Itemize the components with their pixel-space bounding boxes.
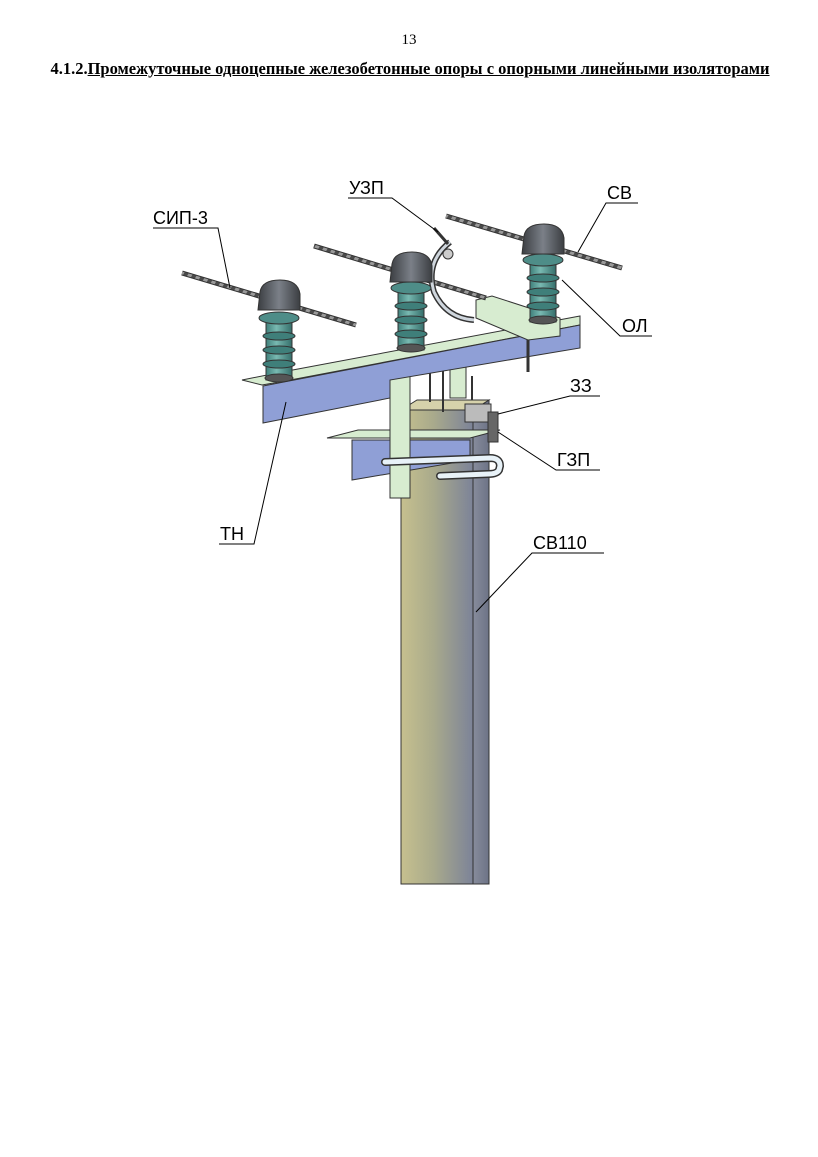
label-sv110: СВ110 [533,533,587,553]
lower-crossarm-top [326,429,501,439]
pole-sv110 [399,399,491,885]
leader-tn [219,401,287,545]
label-sip3: СИП-3 [153,208,208,228]
leader-sip3 [153,227,231,289]
crossarm-face [262,324,581,424]
leader-sv [577,202,638,253]
grounding-clamp [464,403,499,443]
label-gzp: ГЗП [557,450,590,470]
leader-zz [497,395,600,415]
leader-ol [561,279,652,337]
label-ol: ОЛ [622,316,648,336]
insulator-left [257,279,301,383]
insulator-middle [389,251,433,353]
leader-uzp [348,197,439,233]
page-number: 13 [401,32,417,48]
label-tn: ТН [220,524,244,544]
leader-lines [153,197,652,613]
crossarm-extension [475,295,561,341]
leader-sv110 [475,552,604,613]
pole-front [400,409,474,885]
label-sv: СВ [607,183,632,203]
insulator-right [521,223,565,325]
heading-number: 4.1.2. [50,59,88,78]
page-title: 4.1.2.Промежуточные одноцепные железобет… [40,59,780,79]
uzp-device [428,227,475,323]
label-zz: ЗЗ [570,376,592,396]
bracket-plate-left [389,361,411,499]
label-uzp: УЗП [349,178,384,198]
leader-gzp [497,431,600,471]
heading-text: Промежуточные одноцепные железобетонные … [87,59,770,78]
u-clamp [381,453,505,480]
